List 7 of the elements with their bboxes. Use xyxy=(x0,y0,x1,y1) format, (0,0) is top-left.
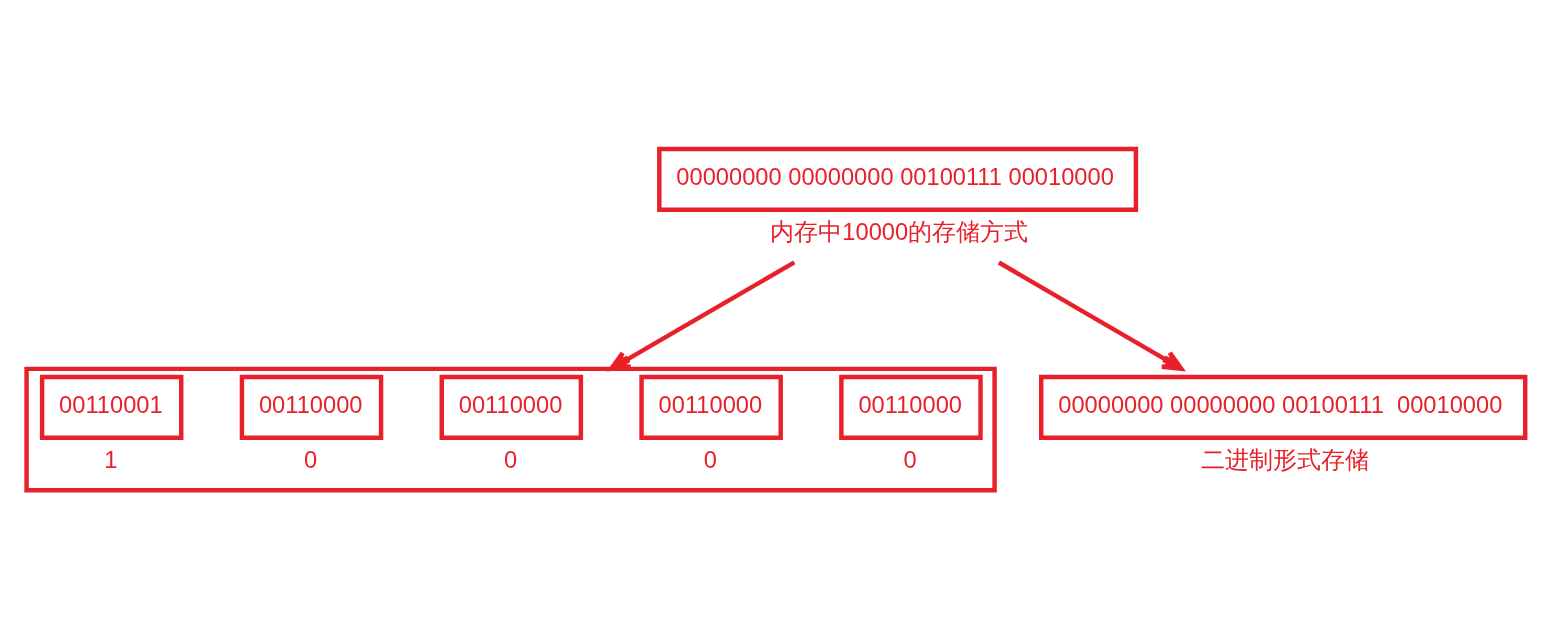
node-label: 0 xyxy=(304,446,318,473)
node-label: 0 xyxy=(703,446,717,473)
node-label: 1 xyxy=(104,446,118,473)
node-label: 二进制形式存储 xyxy=(1201,446,1370,473)
node-label: 0 xyxy=(503,446,518,473)
node-label: 内存中10000的存储方式 xyxy=(770,218,1029,245)
node-label: 0 xyxy=(903,446,917,473)
